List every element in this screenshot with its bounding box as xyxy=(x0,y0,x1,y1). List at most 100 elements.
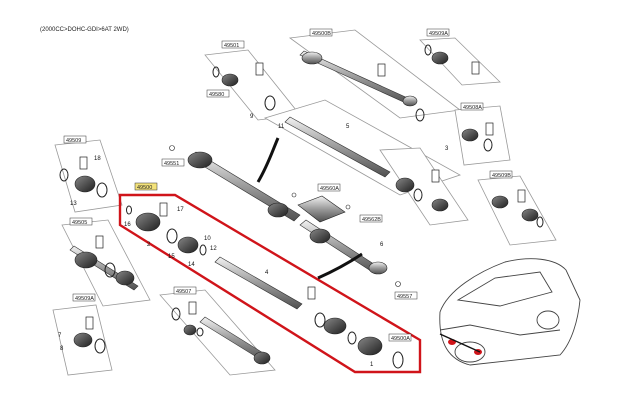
panel-right-a xyxy=(454,105,511,166)
part-number-7: 7 xyxy=(58,333,62,339)
part-number-3: 3 xyxy=(445,146,449,152)
part-number-2: 2 xyxy=(147,242,151,248)
part-number-15: 15 xyxy=(168,254,175,260)
boot-hl-c xyxy=(323,317,347,335)
boot-right-mid xyxy=(395,177,415,193)
part-number-8: 8 xyxy=(60,346,64,352)
part-number-17: 17 xyxy=(177,207,184,213)
panel-left-b xyxy=(61,219,151,307)
part-number-4: 4 xyxy=(265,270,269,276)
ring-bottom-mid-2 xyxy=(196,327,204,337)
grease-tube-bottom-mid xyxy=(188,301,197,315)
boot-left-c xyxy=(115,270,135,286)
part-number-18: 18 xyxy=(94,156,101,162)
grease-tube-left-a xyxy=(79,156,88,170)
ref-mid-hl: 49500 xyxy=(137,185,152,191)
ring-top-mid-1 xyxy=(212,66,220,78)
part-number-11: 11 xyxy=(278,124,285,130)
boot-bottom-mid-b xyxy=(253,351,271,365)
support-bracket xyxy=(297,195,346,223)
fastener-1 xyxy=(169,145,175,151)
grease-tube-right-mid xyxy=(431,169,440,183)
ref-bracket-b: 49562B xyxy=(362,217,381,223)
panel-top-right xyxy=(419,37,501,86)
boot-main-d xyxy=(368,261,388,275)
boot-hl-a xyxy=(135,212,161,232)
ring-right-a xyxy=(483,138,493,152)
highlight-outline xyxy=(118,193,422,374)
grease-tube-hl xyxy=(159,202,168,217)
ref-mid-left: 49551 xyxy=(164,161,179,167)
boot-right-c xyxy=(521,208,539,222)
ref-right-box-b: 49509B xyxy=(492,173,511,179)
boot-right-mid-b xyxy=(431,198,449,212)
boot-main-b xyxy=(267,202,289,218)
ring-top-right-1 xyxy=(424,44,432,56)
ring-top-center xyxy=(415,108,425,122)
ref-left-box-a: 49509 xyxy=(66,138,81,144)
grease-tube-right-b xyxy=(517,189,526,203)
boot-right-b xyxy=(491,195,509,209)
ref-top-center: 49500B xyxy=(312,31,331,37)
grease-tube-right-a xyxy=(485,122,494,136)
fastener-3 xyxy=(395,281,401,287)
vehicle-axle xyxy=(439,333,481,353)
part-number-1: 1 xyxy=(370,362,374,368)
boot-right-a xyxy=(461,128,479,142)
ring-left-2 xyxy=(96,182,108,198)
part-number-9: 9 xyxy=(250,114,254,120)
ref-left-box-b: 49505 xyxy=(72,220,87,226)
boot-left-a xyxy=(74,175,96,193)
boot-top-mid xyxy=(221,73,239,87)
grease-tube-left-c xyxy=(85,316,94,330)
ring-hl-3 xyxy=(314,312,326,328)
part-number-16: 16 xyxy=(124,222,131,228)
fastener-4 xyxy=(291,192,297,198)
ring-left-3 xyxy=(104,262,116,278)
shaft-center xyxy=(284,116,391,178)
shaft-main-lower xyxy=(299,219,381,274)
part-number-5: 5 xyxy=(346,124,350,130)
boot-main-a xyxy=(187,151,213,169)
part-number-14: 14 xyxy=(188,262,195,268)
ring-right-b xyxy=(536,216,544,228)
panel-right-b xyxy=(477,175,557,246)
part-number-10: 10 xyxy=(204,236,211,242)
ref-bracket: 49560A xyxy=(320,186,339,192)
curved-arrow-upper xyxy=(256,137,280,183)
boot-left-d xyxy=(73,332,93,348)
ring-bottom-mid-1 xyxy=(171,307,181,321)
ring-hl-1 xyxy=(166,228,178,244)
boot-hl-b xyxy=(177,236,199,254)
panel-left-a xyxy=(54,139,123,213)
boot-left-b xyxy=(74,251,98,269)
grease-tube-mid xyxy=(307,286,316,300)
boot-hl-d xyxy=(357,336,383,356)
joint-top-b xyxy=(402,95,418,107)
ring-hl-6 xyxy=(126,205,132,215)
ring-hl-2 xyxy=(199,244,207,256)
ring-right-mid xyxy=(413,188,423,202)
grease-tube-top-center xyxy=(377,63,386,77)
grease-tube-left-b xyxy=(95,235,104,249)
ref-top-right: 49509A xyxy=(429,31,448,37)
grease-tube-top-right xyxy=(471,61,480,75)
ring-left-1 xyxy=(59,168,69,182)
part-number-12: 12 xyxy=(210,246,217,252)
ring-top-mid-2 xyxy=(264,95,276,111)
fastener-2 xyxy=(345,204,351,210)
ref-right-small: 49557 xyxy=(397,294,412,300)
ref-left-upper: 49580 xyxy=(209,92,224,98)
curved-arrow-lower xyxy=(317,252,363,280)
grease-tube-top-mid xyxy=(255,62,264,76)
joint-top-a xyxy=(301,51,323,65)
boot-main-c xyxy=(309,228,331,244)
part-number-6: 6 xyxy=(380,242,384,248)
panel-top-mid xyxy=(204,49,301,121)
diagram-caption: (2000CC>DOHC-GDI>6AT 2WD) xyxy=(40,27,129,33)
boot-bottom-mid-a xyxy=(183,324,197,336)
shaft-highlight xyxy=(214,256,303,310)
ref-top-mid: 49501 xyxy=(224,43,239,49)
